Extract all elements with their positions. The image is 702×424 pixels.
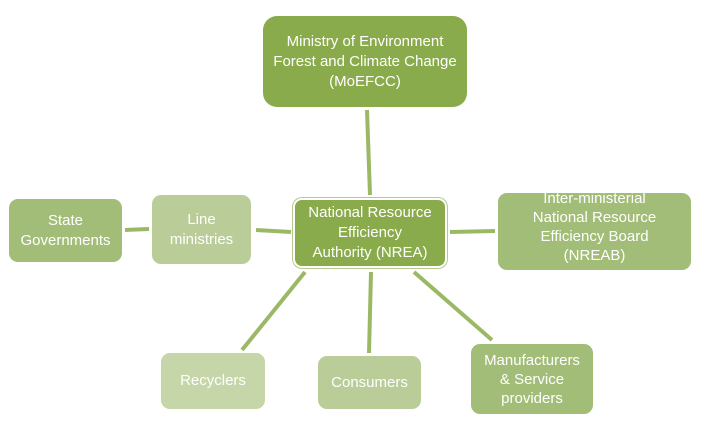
edge-nrea-manufacturers (412, 270, 494, 342)
edge-nrea-nreab (449, 229, 496, 234)
node-consumers: Consumers (318, 356, 421, 409)
edge-moefcc-nrea (365, 109, 372, 196)
edge-line-ministries-nrea (255, 228, 292, 234)
edge-state-line-ministries (124, 227, 150, 232)
node-consumers-label: Consumers (331, 373, 408, 391)
edge-nrea-recyclers (240, 270, 307, 352)
node-recyclers: Recyclers (161, 353, 265, 409)
node-recyclers-label: Recyclers (180, 372, 246, 389)
edge-nrea-consumers (367, 271, 373, 354)
